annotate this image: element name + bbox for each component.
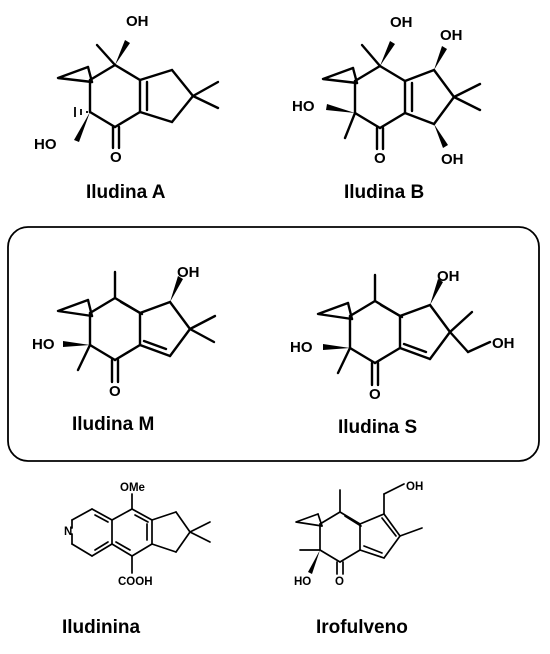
oh-label: OH xyxy=(441,151,464,168)
structure-iludina-s: OH OH HO O Iludina S xyxy=(290,268,515,438)
nitrogen-label: N xyxy=(64,526,72,538)
ho-label: HO xyxy=(32,336,55,353)
oh-label: OH xyxy=(492,335,515,352)
caption-iludina-m: Iludina M xyxy=(72,414,154,435)
carbonyl-o-label: O xyxy=(110,149,122,166)
ho-label: HO xyxy=(34,136,57,153)
ho-label: HO xyxy=(292,98,315,115)
carbonyl-o-label: O xyxy=(109,383,121,400)
oh-label: OH xyxy=(390,14,413,31)
oh-label: OH xyxy=(406,481,423,493)
highlight-frame xyxy=(7,226,540,462)
caption-iludina-b: Iludina B xyxy=(344,182,424,203)
ome-label: OMe xyxy=(120,482,145,494)
oh-label: OH xyxy=(126,13,149,30)
caption-irofulveno: Irofulveno xyxy=(316,617,408,638)
caption-iludinina: Iludinina xyxy=(62,617,141,638)
oh-label: OH xyxy=(177,264,200,281)
carbonyl-o-label: O xyxy=(369,386,381,403)
ho-label: HO xyxy=(290,339,313,356)
oh-label: OH xyxy=(440,27,463,44)
oh-label: OH xyxy=(437,268,460,285)
caption-iludina-s: Iludina S xyxy=(338,417,417,438)
ho-label: HO xyxy=(294,576,311,588)
structure-irofulveno: OH HO O Irofulveno xyxy=(294,481,423,638)
carbonyl-o-label: O xyxy=(335,576,344,588)
structure-iludinina: N OMe COOH Iludinina xyxy=(62,482,211,638)
structure-iludina-m: OH HO O Iludina M xyxy=(32,264,217,435)
caption-iludina-a: Iludina A xyxy=(86,182,166,203)
structure-iludina-a: OH HO O Iludina A xyxy=(34,13,220,203)
structure-iludina-b: OH OH HO OH O Iludina B xyxy=(292,14,482,203)
cooh-label: COOH xyxy=(118,576,153,588)
hashed-methyl xyxy=(74,107,88,117)
carbonyl-o-label: O xyxy=(374,150,386,167)
